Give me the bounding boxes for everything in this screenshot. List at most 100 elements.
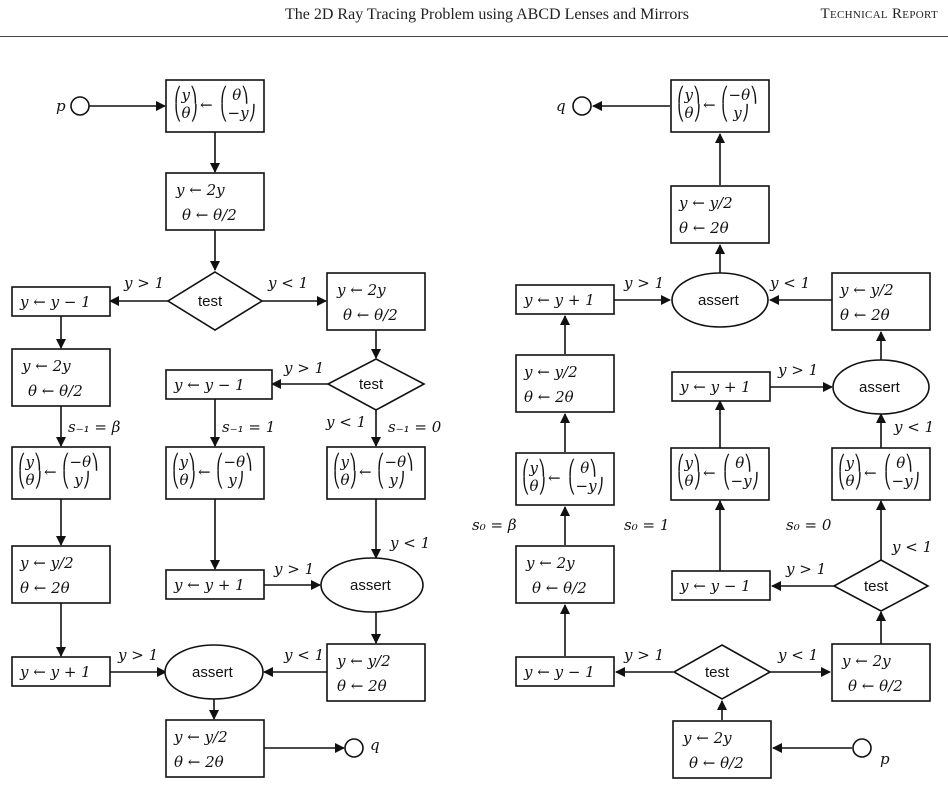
svg-text:⎝ y⎠: ⎝ y⎠ [377,470,405,489]
svg-text:y ← y − 1: y ← y − 1 [679,577,751,595]
left-halve-box-1: y ← y/2 θ ← 2θ [11,545,111,604]
svg-text:y ← y/2: y ← y/2 [678,194,733,212]
svg-text:y ← 2y: y ← 2y [525,554,575,572]
svg-text:test: test [864,578,889,595]
left-double-box-1: y ← 2y θ ← θ/2 [165,172,265,231]
svg-text:⎝θ⎠: ⎝θ⎠ [333,470,357,489]
svg-text:assert: assert [350,577,392,594]
left-swap-box-c: ⎛y⎞ ⎝θ⎠ ← ⎛−θ⎞ ⎝ y⎠ [326,446,426,500]
svg-text:θ ← θ/2: θ ← θ/2 [28,382,83,400]
svg-text:y ← y − 1: y ← y − 1 [173,376,245,394]
svg-text:assert: assert [192,664,234,681]
svg-text:←: ← [200,96,213,114]
edge-label: y > 1 [777,361,818,379]
svg-text:⎝θ⎠: ⎝θ⎠ [172,470,196,489]
right-p-terminal [852,738,872,758]
svg-text:θ ← θ/2: θ ← θ/2 [343,306,398,324]
svg-text:test: test [705,664,730,681]
svg-text:θ ← 2θ: θ ← 2θ [524,388,574,406]
svg-text:θ ← 2θ: θ ← 2θ [174,753,224,771]
edge-label: s₋₁ = 0 [388,418,442,436]
edge-label: s₋₁ = 1 [222,418,275,436]
left-minus-box-1: y ← y − 1 [11,286,111,317]
svg-text:⎛y⎞: ⎛y⎞ [333,452,356,471]
svg-text:θ ← θ/2: θ ← θ/2 [848,677,903,695]
svg-text:⎛y⎞: ⎛y⎞ [522,458,545,477]
left-q-label: q [370,736,380,754]
svg-text:y ← y − 1: y ← y − 1 [19,293,91,311]
right-q-terminal [572,96,592,116]
right-minus-box-1: y ← y − 1 [515,656,615,687]
svg-text:y ← y − 1: y ← y − 1 [523,663,595,681]
svg-text:y ← y/2: y ← y/2 [336,652,391,670]
svg-text:y ← 2y: y ← 2y [682,729,732,747]
edge-label: y < 1 [893,418,934,436]
right-assert-ellipse-1: assert [671,272,769,328]
svg-text:θ ← θ/2: θ ← θ/2 [689,754,744,772]
right-halve-box-3: y ← y/2 θ ← 2θ [831,272,931,331]
svg-text:assert: assert [698,292,740,309]
left-test-diamond-1: test [166,271,264,331]
svg-text:⎝−y⎠: ⎝−y⎠ [723,471,759,490]
svg-text:θ ← 2θ: θ ← 2θ [679,219,729,237]
svg-text:y ← y/2: y ← y/2 [523,363,578,381]
svg-text:←: ← [864,464,877,482]
edge-label: y > 1 [283,359,324,377]
edge-label: y > 1 [123,274,164,292]
svg-text:⎛y⎞: ⎛y⎞ [838,453,861,472]
right-double-box-1: y ← 2y θ ← θ/2 [515,545,615,604]
left-swap-box-top: ⎛y⎞ ⎝θ⎠ ← ⎛ θ⎞ ⎝−y⎠ [165,79,265,133]
left-double-box-3: y ← 2y θ ← θ/2 [326,272,426,331]
svg-text:θ ← 2θ: θ ← 2θ [337,677,387,695]
right-swap-box-c: ⎛y⎞ ⎝θ⎠ ← ⎛ θ⎞ ⎝−y⎠ [831,447,931,501]
svg-text:θ ← θ/2: θ ← θ/2 [182,206,237,224]
svg-text:⎛y⎞: ⎛y⎞ [172,452,195,471]
right-minus-box-2: y ← y − 1 [671,570,771,601]
header-title: The 2D Ray Tracing Problem using ABCD Le… [285,6,689,23]
svg-text:y ← y + 1: y ← y + 1 [173,576,245,594]
svg-text:←: ← [703,96,716,114]
right-test-diamond-1: test [672,644,772,700]
svg-text:⎛y⎞: ⎛y⎞ [174,85,197,104]
svg-text:⎛−θ⎞: ⎛−θ⎞ [721,85,758,104]
edge-label: s₀ = 1 [624,516,669,534]
edge-label: s₀ = 0 [786,516,832,534]
svg-text:←: ← [198,463,211,481]
svg-text:⎛ θ⎞: ⎛ θ⎞ [723,453,752,472]
left-assert-ellipse-1: assert [320,557,424,613]
right-double-box-2: y ← 2y θ ← θ/2 [831,643,931,702]
right-p-label: p [880,750,890,768]
right-halve-box-2: y ← y/2 θ ← 2θ [515,354,615,413]
svg-text:⎛y⎞: ⎛y⎞ [677,453,700,472]
svg-text:θ ← 2θ: θ ← 2θ [20,579,70,597]
left-flowchart: p ⎛y⎞ ⎝θ⎠ ← ⎛ θ⎞ ⎝−y⎠ y ← 2y θ ← θ/2 [11,79,442,778]
svg-text:y ← y/2: y ← y/2 [19,554,74,572]
left-swap-box-b: ⎛y⎞ ⎝θ⎠ ← ⎛−θ⎞ ⎝ y⎠ [165,446,265,500]
edge-label: y < 1 [769,274,810,292]
left-test-diamond-2: test [326,358,426,411]
right-assert-ellipse-2: assert [832,359,930,415]
svg-text:⎛−θ⎞: ⎛−θ⎞ [62,452,99,471]
right-swap-box-b: ⎛y⎞ ⎝θ⎠ ← ⎛ θ⎞ ⎝−y⎠ [670,447,770,501]
svg-text:⎛ θ⎞: ⎛ θ⎞ [220,85,249,104]
edge-label: s₋₁ = β [68,418,121,436]
svg-text:⎝θ⎠: ⎝θ⎠ [18,470,42,489]
header-report-label: Technical Report [820,6,938,22]
svg-text:⎝−y⎠: ⎝−y⎠ [568,476,604,495]
svg-text:⎛ θ⎞: ⎛ θ⎞ [884,453,913,472]
left-p-label: p [56,97,66,115]
svg-text:⎝θ⎠: ⎝θ⎠ [174,103,198,122]
svg-text:y ← y/2: y ← y/2 [839,281,894,299]
right-q-label: q [556,97,566,115]
edge-label: s₀ = β [472,516,517,534]
svg-text:⎝−y⎠: ⎝−y⎠ [884,471,920,490]
svg-text:⎝θ⎠: ⎝θ⎠ [677,471,701,490]
svg-text:θ ← 2θ: θ ← 2θ [840,306,890,324]
svg-text:test: test [198,293,223,310]
svg-text:y ← y/2: y ← y/2 [173,728,228,746]
right-plus-box-1: y ← y + 1 [515,284,615,315]
left-plus-box-1: y ← y + 1 [11,656,111,687]
left-minus-box-2: y ← y − 1 [165,369,273,400]
